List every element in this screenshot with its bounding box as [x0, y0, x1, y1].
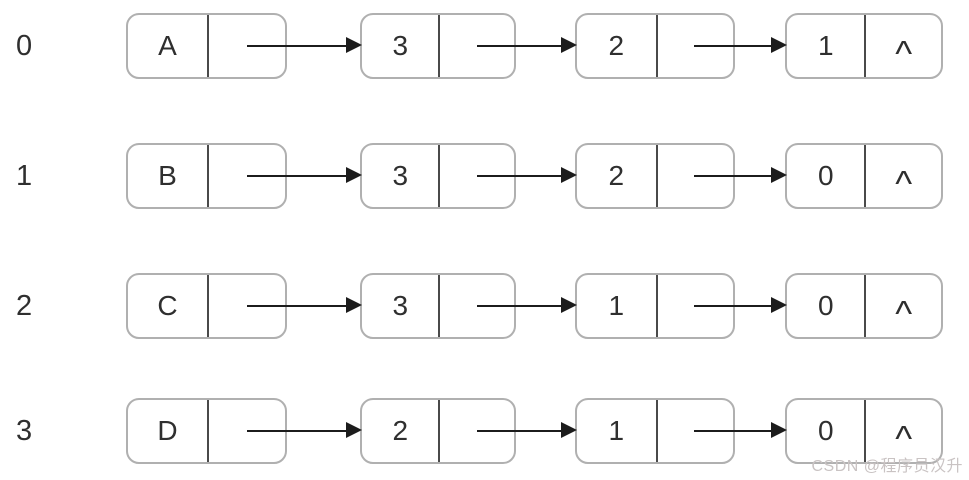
arrowhead-icon — [561, 297, 577, 313]
arrowhead-icon — [346, 167, 362, 183]
node-value: 2 — [392, 415, 409, 446]
list-row: 0 A 3 2 1 ^ — [0, 13, 969, 79]
arrow-connector — [477, 422, 577, 438]
node-value: C — [157, 290, 178, 321]
node-value: 0 — [817, 415, 834, 446]
node-value: D — [157, 415, 178, 446]
node-divider — [438, 145, 441, 207]
node-divider — [207, 275, 210, 337]
node-pointer-cell: ^ — [895, 163, 913, 204]
arrowhead-icon — [771, 422, 787, 438]
row-index-label: 2 — [16, 289, 33, 322]
list-row: 1 B 3 2 0 ^ — [0, 143, 969, 209]
node-divider — [864, 145, 867, 207]
node-divider — [438, 400, 441, 462]
node-value: 3 — [392, 160, 409, 191]
arrow-connector — [247, 422, 362, 438]
arrowhead-icon — [561, 167, 577, 183]
node-box: 2 — [575, 13, 735, 79]
node-divider — [207, 145, 210, 207]
row-index-label: 3 — [16, 414, 33, 447]
list-row: 3 D 2 1 0 ^ — [0, 398, 969, 464]
node-pointer-cell: ^ — [895, 293, 913, 334]
arrow-connector — [477, 37, 577, 53]
node-divider — [864, 400, 867, 462]
node-value: B — [158, 160, 177, 191]
arrow-connector — [694, 422, 787, 438]
arrowhead-icon — [561, 422, 577, 438]
node-value: 0 — [817, 290, 834, 321]
arrowhead-icon — [346, 37, 362, 53]
row-index-label: 0 — [16, 29, 33, 62]
null-node: 0 ^ — [785, 143, 943, 209]
arrowhead-icon — [771, 167, 787, 183]
arrow-connector — [694, 297, 787, 313]
node-divider — [655, 145, 658, 207]
node-pointer-cell: ^ — [895, 33, 913, 74]
node-value: 2 — [608, 160, 625, 191]
node-divider — [864, 275, 867, 337]
arrowhead-icon — [561, 37, 577, 53]
arrow-connector — [247, 37, 362, 53]
arrowhead-icon — [771, 37, 787, 53]
null-node: 0 ^ — [785, 273, 943, 339]
node-divider — [655, 15, 658, 77]
node-divider — [655, 400, 658, 462]
arrowhead-icon — [771, 297, 787, 313]
node-value: 0 — [817, 160, 834, 191]
node-value: 1 — [817, 30, 834, 61]
node-value: 3 — [392, 290, 409, 321]
node-divider — [207, 400, 210, 462]
node-divider — [438, 275, 441, 337]
node-value: 1 — [608, 290, 625, 321]
arrow-connector — [477, 167, 577, 183]
arrow-connector — [247, 167, 362, 183]
node-value: A — [158, 30, 177, 61]
row-index-label: 1 — [16, 159, 33, 192]
arrowhead-icon — [346, 422, 362, 438]
node-divider — [655, 275, 658, 337]
arrow-connector — [694, 37, 787, 53]
null-node: 0 ^ — [785, 398, 943, 464]
watermark: CSDN @程序员汉升 — [811, 458, 963, 475]
arrow-connector — [247, 297, 362, 313]
node-divider — [207, 15, 210, 77]
null-node: 1 ^ — [785, 13, 943, 79]
node-value: 3 — [392, 30, 409, 61]
list-row: 2 C 3 1 0 ^ — [0, 273, 969, 339]
node-divider — [864, 15, 867, 77]
arrow-connector — [694, 167, 787, 183]
node-pointer-cell: ^ — [895, 418, 913, 459]
arrowhead-icon — [346, 297, 362, 313]
node-value: 1 — [608, 415, 625, 446]
arrow-connector — [477, 297, 577, 313]
node-divider — [438, 15, 441, 77]
node-value: 2 — [608, 30, 625, 61]
